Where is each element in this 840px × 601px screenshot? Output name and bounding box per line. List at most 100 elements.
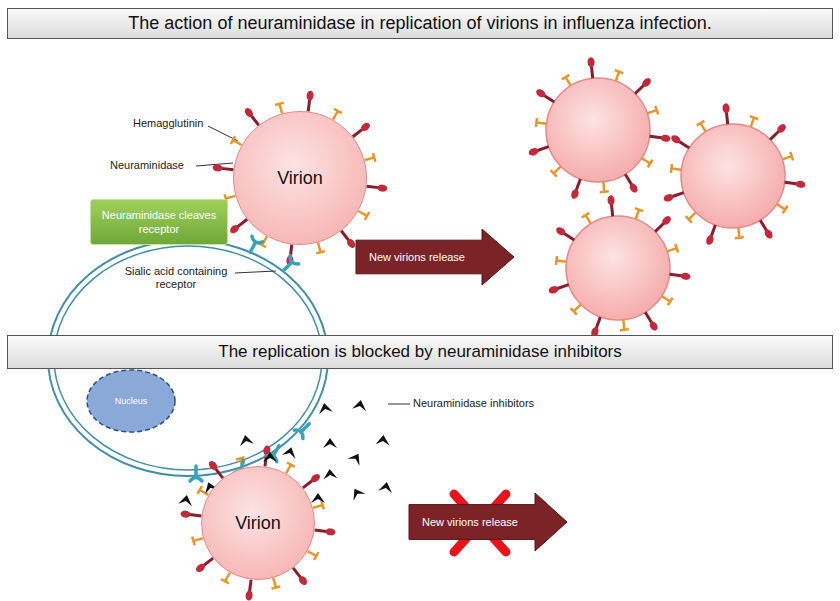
shape xyxy=(750,116,758,119)
shape xyxy=(308,100,309,112)
shape xyxy=(738,228,739,238)
shape xyxy=(315,530,327,531)
hemagglutinin-spike xyxy=(290,566,308,587)
shape xyxy=(671,164,672,173)
shape xyxy=(566,77,571,86)
hemagglutinin-spike xyxy=(670,134,691,151)
hemagglutinin-spike xyxy=(587,57,596,79)
hemagglutinin-spike xyxy=(548,281,570,294)
shape xyxy=(294,420,313,439)
shape xyxy=(790,152,793,161)
arrow-shape: New virions release xyxy=(356,229,514,285)
shape xyxy=(287,462,295,466)
shape xyxy=(275,103,284,105)
shape xyxy=(250,580,251,592)
shape xyxy=(554,166,561,173)
shape xyxy=(233,140,242,145)
neuraminidase-spike xyxy=(671,164,682,174)
shape xyxy=(345,237,357,249)
shape xyxy=(675,244,678,253)
shape xyxy=(365,212,369,220)
inhibitor-symbol xyxy=(352,399,368,411)
shape xyxy=(293,568,300,577)
shape xyxy=(663,193,675,203)
shape xyxy=(308,551,317,556)
shape xyxy=(591,66,592,78)
sialic-receptor xyxy=(266,443,284,462)
shape xyxy=(670,274,682,275)
shape xyxy=(782,156,791,159)
neuraminidase-spike xyxy=(631,208,643,220)
shape xyxy=(272,586,281,588)
shape xyxy=(190,515,202,516)
shape xyxy=(204,558,213,565)
shape xyxy=(536,122,546,123)
shape xyxy=(777,204,785,209)
inhibitor-symbol xyxy=(238,434,254,446)
shape xyxy=(318,243,321,253)
shape xyxy=(635,85,644,93)
hemagglutinin-spike xyxy=(669,271,691,281)
shape xyxy=(334,109,342,113)
shape xyxy=(783,206,788,214)
shape xyxy=(212,164,223,172)
shape xyxy=(770,131,779,139)
hemagglutinin-spike xyxy=(555,226,576,243)
shape xyxy=(661,214,673,226)
shape xyxy=(636,210,639,219)
shape xyxy=(680,272,691,280)
shape xyxy=(238,219,247,226)
node-text: Neuraminidase cleaves receptor xyxy=(99,208,219,236)
shape xyxy=(668,298,673,306)
hemagglutinin-spike xyxy=(528,143,550,156)
shape xyxy=(650,136,662,137)
virion-circle: Virion xyxy=(201,466,315,580)
neuraminidase-spike xyxy=(599,181,609,192)
title-text: The action of neuraminidase in replicati… xyxy=(128,13,711,34)
shape xyxy=(309,472,321,484)
shape xyxy=(574,304,581,311)
shape xyxy=(251,116,258,125)
neuraminidase-spike xyxy=(556,256,567,266)
shape xyxy=(528,147,540,157)
shape xyxy=(359,121,371,133)
shape xyxy=(763,228,774,240)
inhibitor-symbol xyxy=(263,452,277,462)
shape xyxy=(776,122,788,134)
shape xyxy=(642,158,650,163)
shape xyxy=(266,443,284,462)
hemagglutinin-spike xyxy=(180,510,202,520)
shape xyxy=(576,179,580,190)
hemagglutinin-spike xyxy=(705,224,719,246)
part-label: Neuraminidase xyxy=(110,159,184,172)
shape xyxy=(586,215,591,224)
shape xyxy=(662,296,670,301)
shape xyxy=(216,469,223,478)
virion-spikes xyxy=(180,57,806,601)
hemagglutinin-spike xyxy=(607,195,616,217)
neuraminidase-spike xyxy=(562,75,575,88)
inhibitor-symbol xyxy=(317,402,333,414)
part-label: Hemagglutinin xyxy=(133,117,203,130)
neuraminidase-spike xyxy=(536,118,547,128)
shape xyxy=(667,248,676,251)
sialic-receptor xyxy=(245,236,263,255)
shape xyxy=(655,223,664,231)
shape xyxy=(353,129,362,136)
neuraminidase-spike xyxy=(639,154,652,167)
node-text: Virion xyxy=(277,168,323,189)
hemagglutinin-spike xyxy=(305,90,315,112)
arrow-fill xyxy=(356,229,514,285)
shape xyxy=(243,107,255,119)
sialic-receptor xyxy=(294,420,313,439)
shape xyxy=(655,106,658,115)
shape xyxy=(555,226,567,237)
hemagglutinin-spike xyxy=(642,310,659,332)
neuraminidase-spike xyxy=(774,200,787,213)
shape xyxy=(207,459,219,471)
shape xyxy=(686,216,692,222)
shape xyxy=(648,320,659,332)
shape xyxy=(358,211,367,216)
shape xyxy=(760,220,766,230)
shape xyxy=(286,465,291,474)
